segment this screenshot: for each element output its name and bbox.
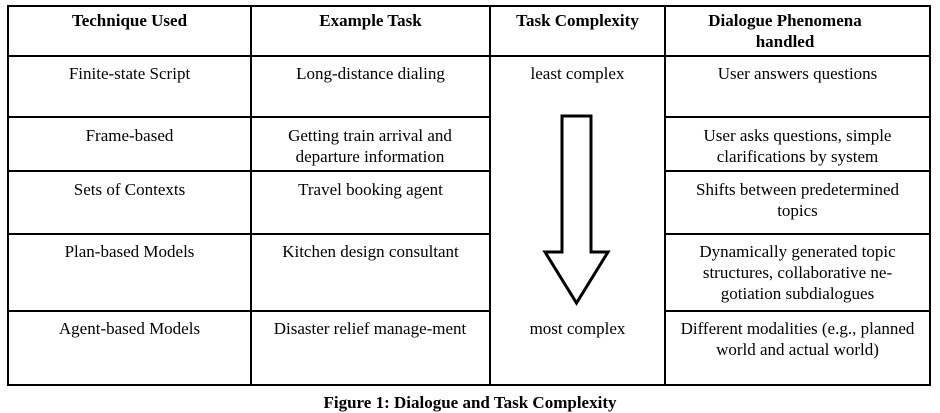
phenomena-cell: User asks questions, simple clarificatio… xyxy=(703,126,892,166)
task-cell: Disaster relief manage-ment xyxy=(273,319,467,338)
header-task-complexity: Task Complexity xyxy=(516,11,639,30)
header-divider xyxy=(7,55,931,57)
down-arrow-icon xyxy=(542,114,611,306)
header-dialogue-phenomena: Dialogue Phenomena handled xyxy=(708,11,862,51)
phenomena-cell: User answers questions xyxy=(717,64,878,83)
column-divider xyxy=(489,5,491,386)
technique-cell: Plan-based Models xyxy=(64,242,195,261)
phenomena-cell: Different modalities (e.g., planned worl… xyxy=(680,319,915,359)
least-complex-label: least complex xyxy=(530,64,625,83)
task-cell: Long-distance dialing xyxy=(296,64,445,83)
technique-cell: Frame-based xyxy=(85,126,174,145)
task-cell: Travel booking agent xyxy=(298,180,443,199)
header-technique: Technique Used xyxy=(71,11,188,30)
row-divider xyxy=(7,170,491,172)
complexity-table xyxy=(7,5,931,386)
row-divider xyxy=(664,170,931,172)
row-divider xyxy=(664,116,931,118)
task-cell: Kitchen design consultant xyxy=(282,242,459,261)
row-divider xyxy=(7,233,491,235)
row-divider xyxy=(664,310,931,312)
header-example-task: Example Task xyxy=(319,11,422,30)
row-divider xyxy=(7,310,491,312)
column-divider xyxy=(250,5,252,386)
row-divider xyxy=(664,233,931,235)
row-divider xyxy=(7,116,491,118)
column-divider xyxy=(664,5,666,386)
phenomena-cell: Shifts between predetermined topics xyxy=(696,180,899,220)
technique-cell: Finite-state Script xyxy=(68,64,191,83)
task-cell: Getting train arrival and departure info… xyxy=(288,126,452,166)
technique-cell: Sets of Contexts xyxy=(73,180,186,199)
technique-cell: Agent-based Models xyxy=(58,319,201,338)
phenomena-cell: Dynamically generated topic structures, … xyxy=(699,242,896,303)
most-complex-label: most complex xyxy=(529,319,626,338)
figure-caption: Figure 1: Dialogue and Task Complexity xyxy=(323,393,617,412)
